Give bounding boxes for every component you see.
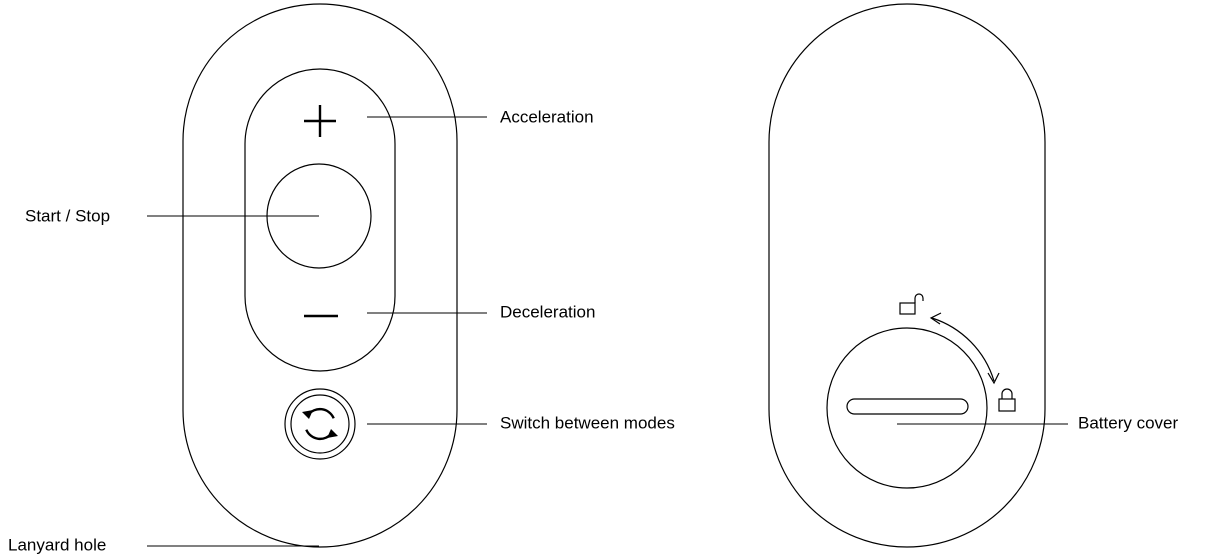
front-remote-body	[182, 3, 458, 548]
front-view: + − Acceleration	[8, 3, 675, 554]
unlocked-padlock-icon	[899, 293, 924, 315]
clockwise-arc-arrow-icon	[929, 312, 1000, 385]
deceleration-label: Deceleration	[500, 302, 595, 321]
battery-cover-slot	[846, 398, 969, 415]
acceleration-button[interactable]: +	[304, 105, 336, 137]
mode-switch-button[interactable]	[284, 388, 356, 460]
battery-cover-label: Battery cover	[1078, 413, 1178, 432]
switch-modes-label: Switch between modes	[500, 413, 675, 432]
cycle-arrows-icon	[302, 407, 338, 441]
acceleration-label: Acceleration	[500, 107, 594, 126]
start-stop-label: Start / Stop	[25, 206, 110, 225]
lanyard-hole-label: Lanyard hole	[8, 535, 106, 554]
deceleration-button[interactable]: −	[304, 314, 338, 318]
back-remote-body	[768, 3, 1046, 548]
control-pad-outline	[244, 68, 396, 372]
locked-padlock-icon	[998, 388, 1016, 412]
battery-cover[interactable]	[826, 327, 988, 489]
back-view: Battery cover	[768, 3, 1178, 548]
